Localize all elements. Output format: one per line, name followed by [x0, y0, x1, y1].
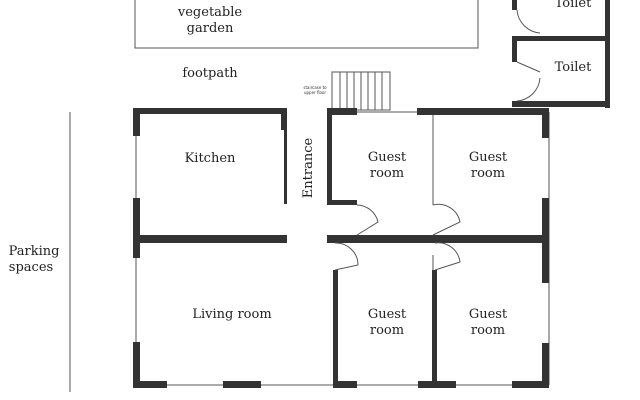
guest-room-2-label-line2: room — [471, 166, 505, 181]
parking-label-line1: Parking — [9, 244, 60, 259]
doors — [334, 203, 461, 271]
garden-boundary — [134, 0, 479, 49]
footpath-label: footpath — [182, 66, 238, 81]
kitchen-label: Kitchen — [185, 151, 236, 166]
toilet-label-top: Toilet — [555, 0, 592, 11]
entrance-label: Entrance — [301, 137, 316, 198]
staircase — [331, 71, 391, 111]
guest-room-4-label-line2: room — [471, 323, 505, 338]
toilet-block — [512, 0, 610, 108]
guest-room-4-label-line1: Guest — [469, 307, 508, 322]
toilet-label: Toilet — [555, 60, 592, 75]
staircase-note-line2: upper floor — [304, 90, 326, 95]
guest-room-1-label-line2: room — [370, 166, 404, 181]
garden-label-line2: garden — [187, 21, 234, 36]
guest-room-3-label-line2: room — [370, 323, 404, 338]
parking-label-line2: spaces — [9, 260, 53, 275]
living-room-label: Living room — [192, 307, 271, 322]
walls — [133, 108, 549, 388]
garden-label-line1: vegetable — [177, 5, 243, 20]
staircase-note-line1: staircase to — [303, 85, 327, 90]
guest-room-2-label-line1: Guest — [469, 150, 508, 165]
guest-room-3-label-line1: Guest — [368, 307, 407, 322]
guest-room-1-label-line1: Guest — [368, 150, 407, 165]
